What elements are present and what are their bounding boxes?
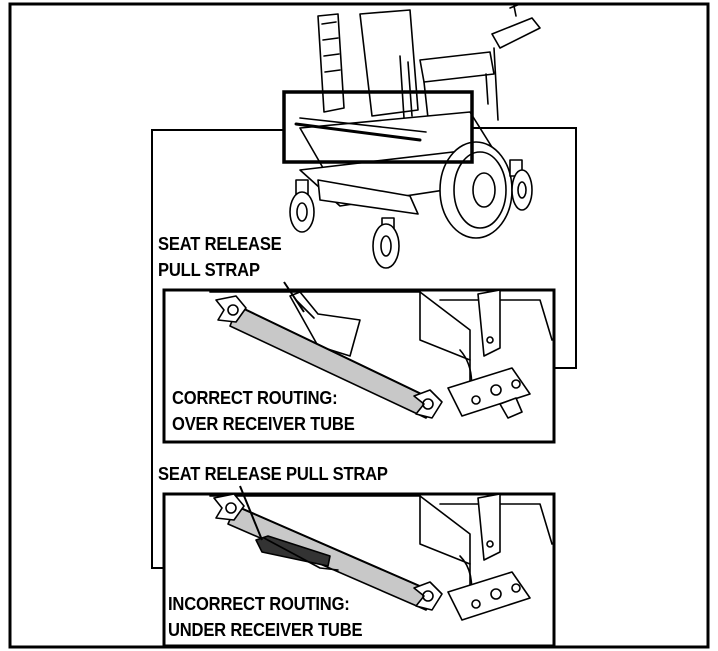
- strap-callout-top-line2: PULL STRAP: [158, 260, 260, 280]
- knob-left-correct: [215, 295, 247, 323]
- strap-callout-top-line1: SEAT RELEASE: [158, 234, 282, 254]
- bracket-correct: [447, 367, 531, 417]
- back-cushion: [359, 9, 419, 117]
- drive-wheel: [439, 141, 513, 239]
- bracket-incorrect: [447, 571, 531, 621]
- armrest: [419, 51, 495, 83]
- strap-callout-bottom: SEAT RELEASE PULL STRAP: [158, 464, 388, 484]
- strap-leader-bottom: [239, 485, 263, 541]
- front-caster-middle: [372, 217, 400, 269]
- panel-correct-illustration: [209, 289, 553, 419]
- panel-correct-label-line1: CORRECT ROUTING:: [172, 388, 338, 408]
- upright-post-correct: [477, 289, 501, 357]
- panel-incorrect-label-line1: INCORRECT ROUTING:: [168, 594, 350, 614]
- leader-line-left: [151, 129, 284, 569]
- upright-post-incorrect: [477, 493, 501, 561]
- leader-line-right: [472, 127, 577, 369]
- panel-incorrect-label-line2: UNDER RECEIVER TUBE: [168, 620, 363, 640]
- joystick: [491, 17, 541, 49]
- panel-correct-label-line2: OVER RECEIVER TUBE: [172, 414, 355, 434]
- knob-left-incorrect: [213, 493, 245, 521]
- strap-leader-top: [283, 281, 305, 313]
- knob-right-correct: [413, 389, 443, 419]
- panel-incorrect-illustration: [209, 493, 553, 621]
- knob-right-incorrect: [413, 581, 443, 611]
- rear-caster: [509, 159, 533, 211]
- front-caster-left: [289, 179, 315, 233]
- backrest: [317, 13, 345, 113]
- wheelchair-illustration: [289, 3, 541, 269]
